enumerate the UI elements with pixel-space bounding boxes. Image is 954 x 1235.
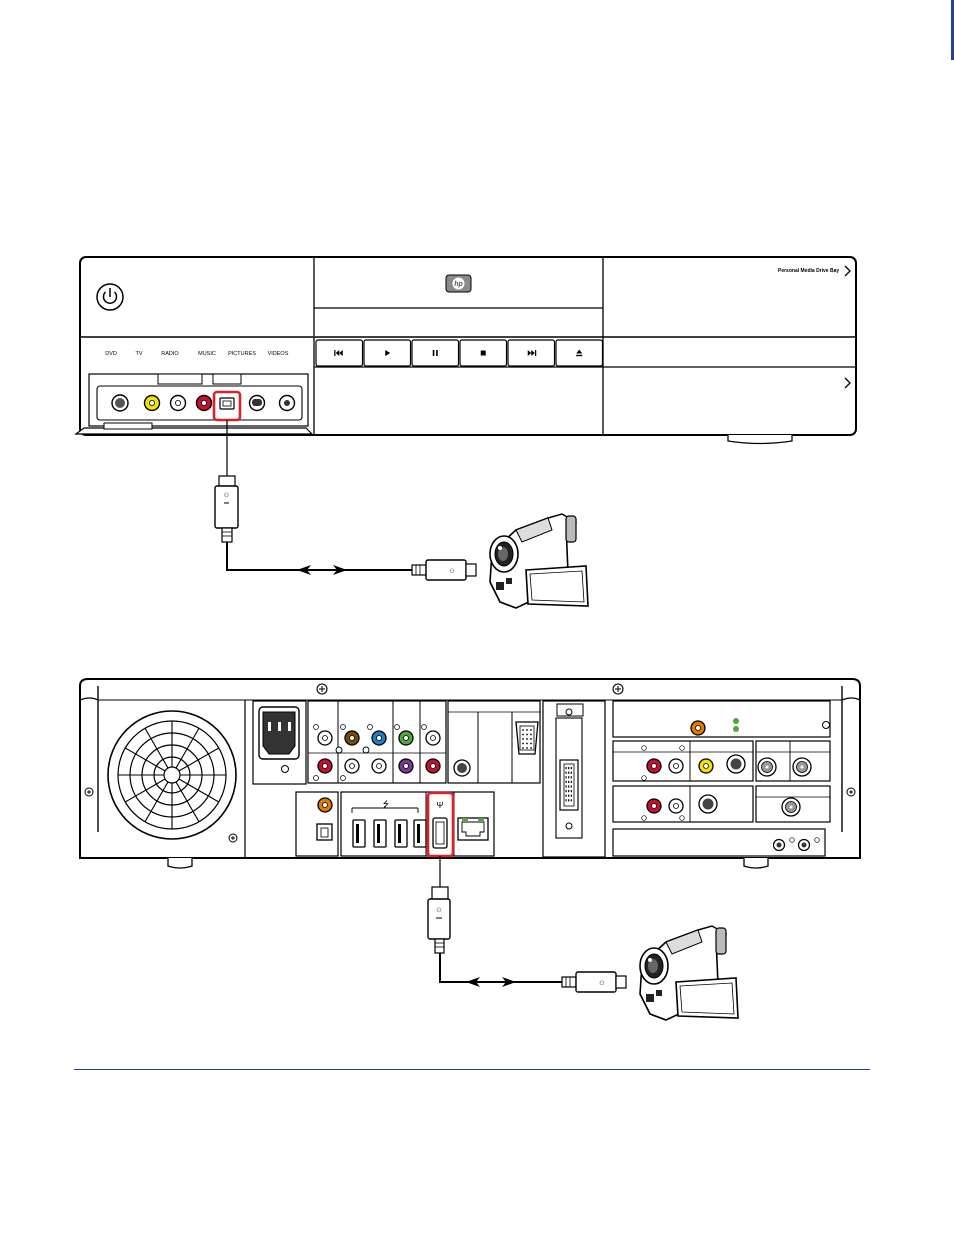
fan-grille (108, 711, 236, 839)
tv-in-port-1[interactable] (758, 758, 776, 776)
tuner2-s-video-port[interactable] (699, 795, 717, 813)
pause-button[interactable] (412, 340, 459, 366)
camcorder-icon (640, 926, 738, 1020)
screw-icon (613, 684, 623, 694)
screw-icon (823, 722, 830, 729)
s-video-port[interactable] (112, 395, 128, 411)
status-led (733, 718, 739, 724)
tv-in-port-3[interactable] (782, 798, 800, 816)
nav-label-videos[interactable]: VIDEOS (268, 351, 289, 357)
svg-text:⭍: ⭍ (383, 800, 390, 809)
svg-text:⚇: ⚇ (449, 568, 454, 575)
coaxial-digital-port[interactable] (318, 798, 332, 812)
rear-panel: ⭍ Ψ (80, 679, 860, 868)
dvi-port[interactable] (560, 760, 578, 810)
optical-port[interactable] (317, 824, 332, 840)
nav-label-music[interactable]: MUSIC (198, 351, 216, 357)
s-video-out-port[interactable] (454, 760, 470, 776)
play-button[interactable] (364, 340, 411, 366)
line-in-right-port[interactable] (318, 759, 332, 773)
status-led (733, 726, 739, 732)
screw-icon (336, 747, 342, 753)
nav-label-pictures[interactable]: PICTURES (228, 351, 256, 357)
io-panel: ⭍ Ψ (341, 792, 494, 856)
tuner2-audio-left-port[interactable] (669, 799, 683, 813)
tuner-cards (613, 701, 830, 856)
svg-text:⚇: ⚇ (224, 492, 229, 499)
power-button[interactable] (97, 284, 123, 310)
tuner2-audio-right-port[interactable] (647, 799, 661, 813)
digital-audio-panel (296, 792, 338, 856)
previous-button[interactable] (316, 340, 363, 366)
side-right-port[interactable] (372, 759, 386, 773)
usb-port[interactable] (353, 820, 365, 847)
nav-label-tv[interactable]: TV (135, 351, 142, 357)
footer-rule (74, 1069, 870, 1070)
ethernet-port[interactable] (458, 818, 488, 840)
firewire-cable-front: ⚇ ⚇ (215, 420, 476, 580)
vga-port[interactable] (516, 722, 538, 754)
tuner-audio-left-port[interactable] (669, 759, 683, 773)
svg-text:⚇: ⚇ (599, 980, 604, 987)
tuner-audio-right-port[interactable] (647, 759, 661, 773)
screw-icon (317, 684, 327, 694)
nav-label-dvd[interactable]: DVD (105, 351, 117, 357)
ir-out-port-1[interactable] (774, 840, 785, 851)
ir-out-port-2[interactable] (799, 840, 810, 851)
svg-text:⚇: ⚇ (436, 907, 441, 914)
audio-left-port[interactable] (171, 396, 186, 411)
dvi-slot (543, 701, 605, 857)
firewire-icon: Ψ (437, 801, 444, 810)
screw-icon (229, 834, 237, 842)
firewire-port-front[interactable] (220, 398, 234, 409)
next-button[interactable] (508, 340, 555, 366)
tuner-s-video-port[interactable] (727, 755, 745, 773)
mic-port[interactable] (399, 759, 413, 773)
center-sub-port[interactable] (345, 731, 359, 745)
front-panel: hp Personal Media Drive Bay DVD TV RADIO MU… (76, 257, 856, 444)
stop-button[interactable] (460, 340, 507, 366)
tv-in-port-2[interactable] (793, 758, 811, 776)
usb-port[interactable] (414, 820, 426, 847)
camcorder-icon (490, 514, 588, 608)
eject-button[interactable] (556, 340, 603, 366)
side-left-port[interactable] (345, 759, 359, 773)
usb-port[interactable] (395, 820, 407, 847)
drive-bay-label: Personal Media Drive Bay (778, 268, 839, 274)
screw-icon (363, 747, 369, 753)
svg-text:hp: hp (454, 281, 463, 288)
nav-label-radio[interactable]: RADIO (161, 351, 179, 357)
microphone-port[interactable] (280, 396, 295, 411)
audio-right-port[interactable] (197, 396, 212, 411)
coax-in-port[interactable] (691, 721, 705, 735)
line-in-left-port[interactable] (318, 731, 332, 745)
composite-video-port[interactable] (145, 396, 160, 411)
rear-port[interactable] (372, 731, 386, 745)
audio-out-right-port[interactable] (426, 759, 440, 773)
screw-icon (847, 788, 855, 796)
front-speaker-port[interactable] (399, 731, 413, 745)
screw-icon (85, 788, 93, 796)
video-panel (448, 701, 540, 783)
firewire-cable-rear: ⚇ ⚇ (428, 856, 626, 992)
stop-icon (481, 351, 486, 356)
tuner-video-port[interactable] (699, 759, 713, 773)
hp-logo: hp (446, 275, 471, 292)
usb-port[interactable] (374, 820, 386, 847)
headphone-port[interactable] (250, 396, 265, 411)
audio-out-left-port[interactable] (426, 731, 440, 745)
power-supply (253, 701, 306, 784)
